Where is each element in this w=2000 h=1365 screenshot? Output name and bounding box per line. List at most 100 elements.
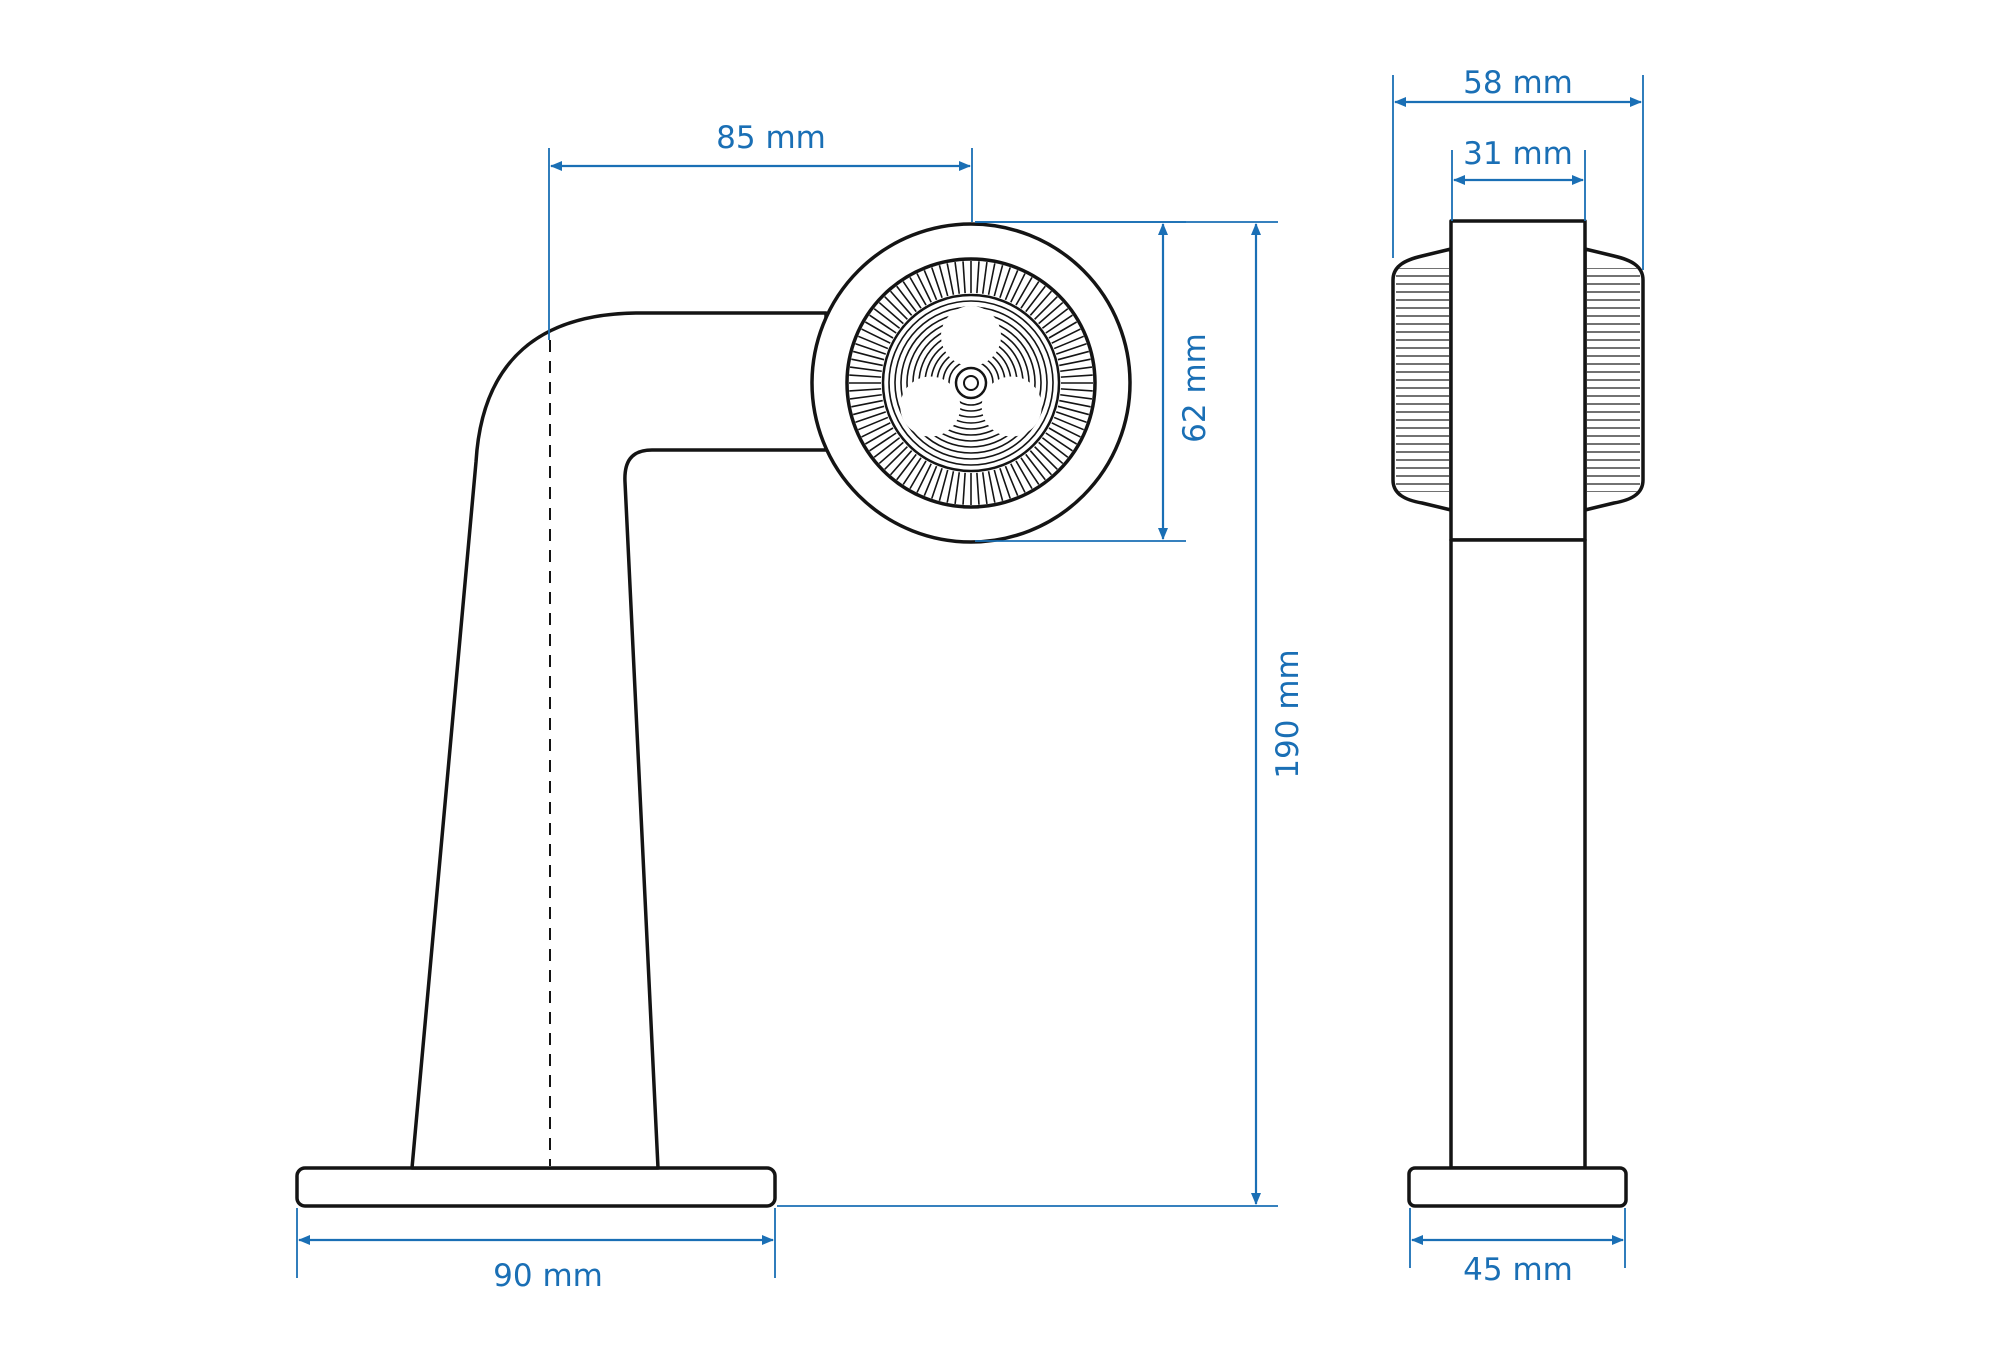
lens-knurl-tick [869, 432, 897, 452]
lens-knurl-tick [981, 472, 988, 505]
dim-label-total-height: 190 mm [1270, 649, 1306, 778]
lens-knurl-tick [1029, 450, 1053, 476]
lens-knurl-tick [864, 427, 894, 445]
dim-lamp-width: 58 mm [1392, 65, 1644, 270]
lens-knurl-tick [869, 314, 897, 334]
lens-knurl-tick [855, 343, 887, 355]
side-arm [1449, 538, 1587, 1170]
lens-knurl-tick [878, 441, 904, 465]
lens-knurl-tick [878, 301, 904, 325]
lens-knurl-tick [1053, 416, 1085, 431]
lens-knurl-tick [909, 460, 927, 490]
dim-side-base-width: 45 mm [1409, 1208, 1626, 1288]
front-view: 85 mm 62 mm 190 mm 90 mm [295, 120, 1306, 1294]
lens-center [954, 366, 988, 400]
lens-knurling [849, 261, 1093, 505]
dim-arm-width: 31 mm [1451, 136, 1586, 221]
lens-knurl-tick [1004, 465, 1019, 497]
lens-knurl-tick [1045, 432, 1073, 452]
front-arm-outline [410, 311, 828, 1170]
lens-knurl-tick [1038, 441, 1064, 465]
lens-knurl-tick [855, 411, 887, 423]
lens-knurl-tick [954, 261, 961, 294]
lens-knurl-tick [1034, 446, 1058, 470]
dim-label-arm-reach: 85 mm [716, 120, 826, 156]
lens-knurl-tick [909, 276, 927, 306]
dim-arm-reach: 85 mm [548, 120, 973, 340]
lens-knurl-tick [849, 388, 882, 392]
lens-lobe [941, 306, 1001, 366]
lens-knurl-tick [1060, 393, 1093, 400]
lens-knurl-tick [993, 264, 1004, 297]
lens-knurl-tick [1015, 276, 1033, 306]
lens-knurl-tick [916, 463, 932, 493]
lens-knurl-tick [946, 471, 955, 503]
lens-knurl-tick [1038, 301, 1064, 325]
lens-knurl-tick [938, 264, 949, 297]
lens-lobe [900, 376, 961, 437]
lens-knurl-tick [849, 393, 882, 400]
lens-knurl-tick [1041, 308, 1069, 329]
lens-knurl-tick [1060, 388, 1093, 392]
lens-knurl-tick [1057, 350, 1090, 361]
lens-knurl-tick [916, 273, 932, 303]
lens-knurl-tick [993, 469, 1004, 502]
lens-knurl-tick [946, 263, 955, 295]
lens-knurl-tick [861, 328, 891, 344]
lens-knurl-tick [931, 467, 943, 499]
lamp-head [810, 222, 1132, 544]
lens-knurl-tick [1051, 422, 1081, 438]
lens-knurl-tick [1060, 366, 1093, 373]
lens-knurl-tick [1010, 273, 1026, 303]
lens-knurl-tick [889, 450, 913, 476]
lens-ring [888, 300, 1054, 466]
lens-knurl-tick [1041, 437, 1069, 458]
lens-center-dot [963, 375, 979, 391]
lens-knurl-tick [873, 437, 901, 458]
front-base-plate [295, 1166, 777, 1208]
side-view: 58 mm 31 mm 45 mm [1391, 65, 1645, 1288]
lens-knurl-tick [902, 457, 922, 485]
lens-knurl-tick [1010, 463, 1026, 493]
lens-knurl-tick [851, 399, 883, 408]
lens-knurl-tick [976, 261, 980, 294]
lens-knurl-tick [1020, 281, 1040, 309]
lens-knurl-tick [851, 358, 883, 367]
lens-knurl-tick [987, 263, 996, 295]
lens-concentric-rings [888, 300, 1054, 466]
lens-knurl-tick [923, 269, 938, 301]
lens-knurl-tick [873, 308, 901, 329]
lens-knurl-tick [987, 471, 996, 503]
lens-knurl-tick [999, 267, 1011, 299]
dim-label-lamp-diameter: 62 mm [1177, 333, 1213, 443]
lens-knurl-tick [896, 453, 917, 481]
side-knurl-left [1396, 268, 1449, 492]
lens-knurl-tick [981, 261, 988, 294]
lens-knurl-tick [1051, 328, 1081, 344]
lens-knurl-tick [962, 472, 966, 505]
lens-knurl-tick [1055, 343, 1087, 355]
lens-knurl-tick [938, 469, 949, 502]
dim-label-lamp-width: 58 mm [1463, 65, 1573, 101]
lens-knurl-tick [1055, 411, 1087, 423]
lens-knurl-tick [1045, 314, 1073, 334]
lens-knurl-tick [864, 321, 894, 339]
lens-knurl-tick [1048, 427, 1078, 445]
lens-knurl-tick [1029, 290, 1053, 316]
dim-label-base-width: 90 mm [493, 1258, 603, 1294]
lens-knurl-tick [1025, 453, 1046, 481]
lens-knurl-tick [861, 422, 891, 438]
side-lamp-body [1449, 219, 1587, 542]
lens-knurl-tick [849, 366, 882, 373]
lens-knurl-tick [1060, 374, 1093, 378]
dim-base-width: 90 mm [296, 1208, 776, 1294]
lens-knurl-tick [1059, 399, 1091, 408]
lens-knurl-tick [999, 467, 1011, 499]
lens-knurl-tick [931, 267, 943, 299]
lens-knurl-tick [857, 335, 889, 350]
lens-knurl-tick [1048, 321, 1078, 339]
lens-knurl-tick [1059, 358, 1091, 367]
lens-knurl-tick [1034, 296, 1058, 320]
lens-knurl-tick [889, 290, 913, 316]
lens-knurl-tick [1053, 335, 1085, 350]
